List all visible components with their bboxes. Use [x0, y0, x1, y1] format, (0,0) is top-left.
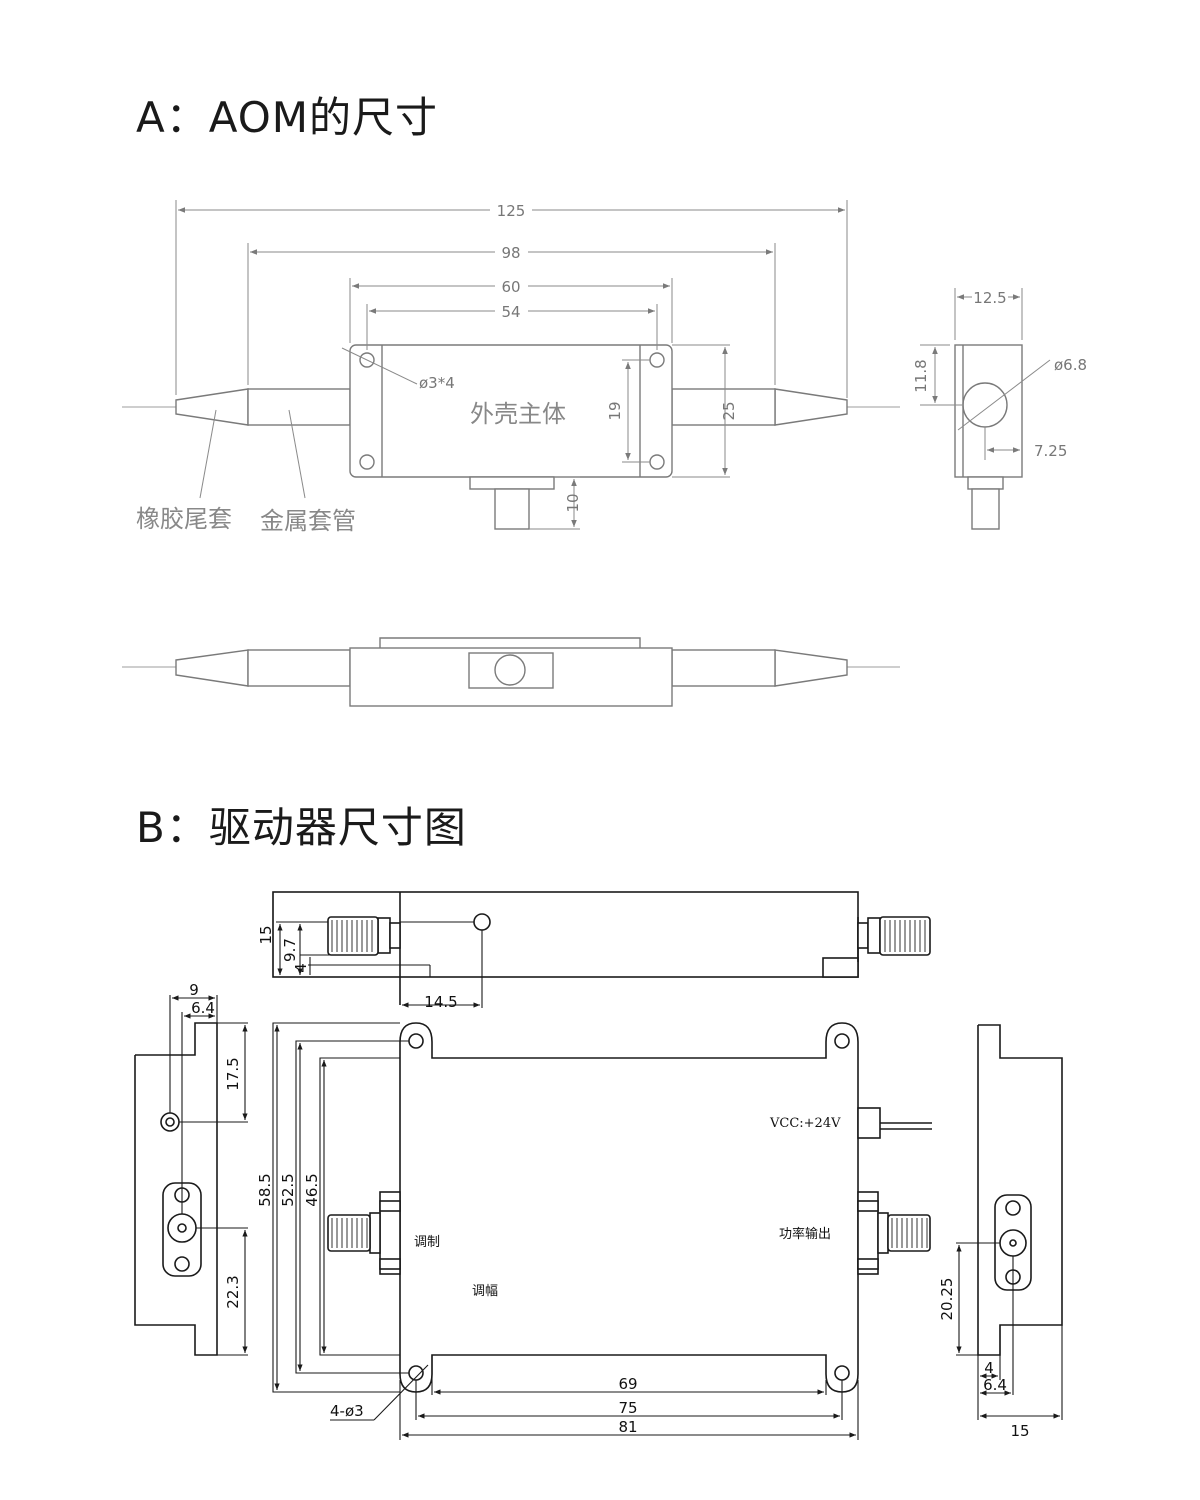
- aom-side-view: ø6.8 12.5 11.8 7.25: [912, 288, 1087, 530]
- dim-main-52-5: 52.5: [279, 1173, 297, 1206]
- mount-hole-1: [359, 352, 375, 368]
- metal-sleeve-left: [247, 388, 351, 426]
- dim-sleeves: 98: [501, 244, 520, 262]
- vcc-label: VCC:+24V: [769, 1116, 841, 1131]
- aom-front-view: 外壳主体 125 98 60 54 ø3*4 19: [122, 200, 900, 535]
- dim-main-81: 81: [618, 1418, 637, 1436]
- bottom-window: [468, 652, 554, 689]
- dim-hole-dia: ø3*4: [419, 374, 455, 392]
- side-body: [954, 344, 1023, 478]
- dim-side-height: 11.8: [912, 359, 930, 392]
- dim-top-9-7: 9.7: [281, 938, 299, 962]
- power-out-label: 功率输出: [779, 1226, 831, 1242]
- side-stem: [971, 488, 1000, 530]
- dim-hole-spacing: 19: [606, 401, 624, 420]
- mount-hole-tr: [834, 1033, 850, 1049]
- dim-side-width: 12.5: [973, 289, 1006, 307]
- dim-holes: 54: [501, 303, 520, 321]
- rubber-sleeve-label: 橡胶尾套: [136, 505, 232, 533]
- amplitude-label: 调幅: [472, 1284, 498, 1299]
- right-body: [977, 1024, 1063, 1356]
- dim-main-58-5: 58.5: [256, 1173, 274, 1206]
- section-b-title: B：驱动器尺寸图: [136, 803, 467, 852]
- rubber-sleeve-right: [774, 388, 848, 426]
- dim-housing: 60: [501, 278, 520, 296]
- rf-stem-base: [469, 476, 555, 490]
- dim-left-6-4: 6.4: [191, 999, 215, 1017]
- dim-right-6-4: 6.4: [983, 1376, 1007, 1394]
- dim-main-75: 75: [618, 1399, 637, 1417]
- dim-right-15: 15: [1010, 1422, 1029, 1440]
- dim-top-4: 4: [292, 963, 310, 973]
- dim-overall: 125: [497, 202, 526, 220]
- rf-stem: [494, 488, 530, 530]
- driver-top-view: 14.5 15 9.7 4: [257, 891, 931, 1011]
- dim-aperture: ø6.8: [1054, 356, 1087, 374]
- driver-main-view: VCC:+24V 调制 调幅 功率输出: [256, 1022, 932, 1440]
- rubber-sleeve-left: [175, 388, 249, 426]
- dim-main-46-5: 46.5: [303, 1173, 321, 1206]
- dim-aperture-offset: 7.25: [1034, 442, 1067, 460]
- main-body: [399, 1022, 859, 1393]
- dim-top-15: 15: [257, 925, 275, 944]
- metal-sleeve-label: 金属套管: [260, 507, 356, 535]
- modulation-label: 调制: [414, 1235, 440, 1250]
- dim-left-9: 9: [189, 981, 199, 999]
- dim-right-20-25: 20.25: [938, 1278, 956, 1321]
- dim-main-69: 69: [618, 1375, 637, 1393]
- driver-right-view: 20.25 4 6.4 15: [938, 1024, 1063, 1440]
- driver-left-view: 9 6.4 17.5 22.3: [134, 981, 248, 1356]
- hole-spec: 4-ø3: [330, 1402, 364, 1420]
- dim-top-14-5: 14.5: [424, 993, 457, 1011]
- aom-bottom-view: [122, 637, 900, 707]
- dim-left-17-5: 17.5: [224, 1057, 242, 1090]
- dim-left-22-3: 22.3: [224, 1275, 242, 1308]
- mount-hole-2: [359, 454, 375, 470]
- section-a-title: A：AOM的尺寸: [136, 93, 439, 142]
- dim-stem: 10: [564, 493, 582, 512]
- body-label: 外壳主体: [470, 400, 566, 428]
- dim-right-4: 4: [984, 1359, 994, 1377]
- dim-height: 25: [720, 401, 738, 420]
